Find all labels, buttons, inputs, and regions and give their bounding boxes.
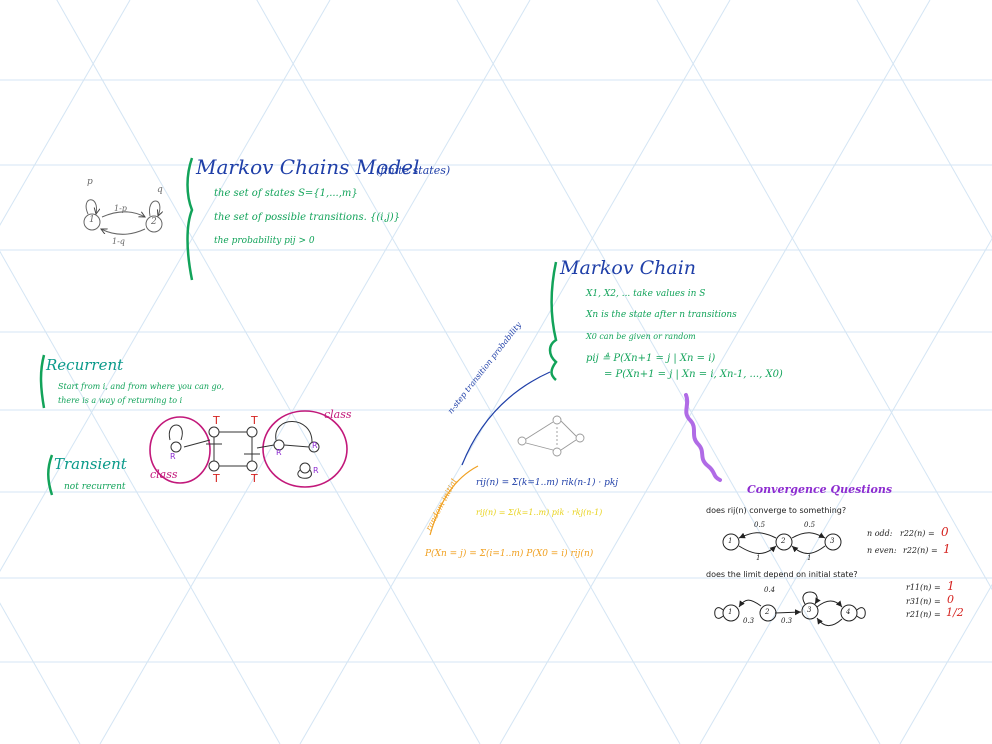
convergence-title: Convergence Questions [747, 483, 893, 496]
chain-title: Markov Chain [560, 257, 697, 279]
convergence-q2: does the limit depend on initial state? [706, 570, 858, 579]
transient-bracket [47, 454, 54, 496]
two-state-loop-q: q [157, 185, 163, 195]
d2-prob-top: 0.4 [764, 586, 776, 594]
d2-prob-right: 0.3 [781, 617, 793, 625]
chain-bullet-3: X0 can be given or random [586, 332, 696, 341]
two-state-node-1: 1 [89, 215, 95, 225]
two-state-forward: 1-p [114, 204, 127, 213]
class-label-left: class [150, 468, 178, 481]
class-r-4: R [313, 466, 319, 475]
class-t-4: T [251, 472, 258, 485]
class-r-1: R [170, 452, 176, 461]
model-bullet-2: the set of possible transitions. {(i,j)} [214, 212, 400, 223]
convergence-diagram-2 [714, 591, 866, 627]
chain-bracket [548, 261, 558, 381]
chain-bullet-4: pij ≜ P(Xn+1 = j | Xn = i) [586, 353, 716, 364]
r21-expr: r21(n) = [906, 610, 941, 619]
r11-expr: r11(n) = [906, 583, 941, 592]
recurrent-line-1: Start from i, and from where you can go, [58, 382, 225, 391]
n-step-arc [461, 371, 551, 466]
class-t-2: T [251, 414, 258, 427]
convergence-q1: does rij(n) converge to something? [706, 506, 847, 515]
n-even-value: 1 [943, 542, 951, 556]
transient-title: Transient [54, 455, 127, 473]
d2-state-3: 3 [807, 606, 812, 614]
class-label-right: class [324, 408, 352, 421]
convergence-diagram-1 [722, 532, 842, 554]
d1-state-3: 3 [830, 537, 835, 545]
transient-desc: not recurrent [64, 482, 126, 492]
model-bracket [186, 157, 194, 281]
class-t-1: T [213, 414, 220, 427]
d2-prob-left: 0.3 [743, 617, 755, 625]
model-title: Markov Chains Model [196, 155, 420, 179]
model-bullet-1: the set of states S={1,...,m} [214, 188, 358, 199]
class-r-3: R [312, 441, 318, 450]
formula-3: P(Xn = j) = Σ(i=1..m) P(X0 = i) rij(n) [425, 549, 594, 559]
model-subtitle: (finite states) [376, 164, 451, 177]
n-odd-label: n odd: [867, 529, 893, 538]
n-odd-expr: r22(n) = [900, 529, 935, 538]
purple-squiggle [684, 393, 722, 482]
random-initial-arc [429, 465, 479, 536]
n-even-expr: r22(n) = [903, 546, 938, 555]
class-t-3: T [213, 472, 220, 485]
d1-prob-d: 1 [807, 554, 812, 562]
chain-bullet-5: = P(Xn+1 = j | Xn = i, Xn-1, ..., X0) [604, 369, 783, 380]
d2-state-4: 4 [846, 608, 851, 616]
recurrent-bracket [39, 354, 46, 409]
r21-value: 1/2 [946, 606, 964, 619]
d1-prob-a: 0.5 [754, 521, 766, 529]
n-odd-value: 0 [941, 525, 949, 539]
r31-expr: r31(n) = [906, 597, 941, 606]
d1-prob-c: 1 [756, 554, 761, 562]
two-state-loop-p: p [87, 177, 93, 187]
recurrent-title: Recurrent [46, 356, 124, 374]
model-bullet-3: the probability pij > 0 [214, 236, 315, 246]
d2-state-2: 2 [765, 608, 770, 616]
recurrent-line-2: there is a way of returning to i [58, 396, 183, 405]
two-state-backward: 1-q [112, 237, 125, 246]
r11-value: 1 [947, 579, 955, 593]
d1-state-1: 1 [728, 537, 733, 545]
n-step-diagram [517, 415, 585, 457]
two-state-diagram [83, 199, 162, 235]
d2-state-1: 1 [728, 608, 733, 616]
two-state-node-2: 2 [151, 217, 157, 227]
formula-1: rij(n) = Σ(k=1..m) rik(n-1) · pkj [476, 478, 619, 488]
class-diagram [149, 410, 348, 488]
n-even-label: n even: [867, 546, 897, 555]
chain-bullet-2: Xn is the state after n transitions [586, 310, 737, 320]
formula-2: rij(n) = Σ(k=1..m) pik · rkj(n-1) [476, 508, 603, 517]
r31-value: 0 [947, 593, 954, 606]
d1-state-2: 2 [781, 537, 786, 545]
chain-bullet-1: X1, X2, ... take values in S [586, 289, 706, 299]
d1-prob-b: 0.5 [804, 521, 816, 529]
class-r-2: R [276, 448, 282, 457]
